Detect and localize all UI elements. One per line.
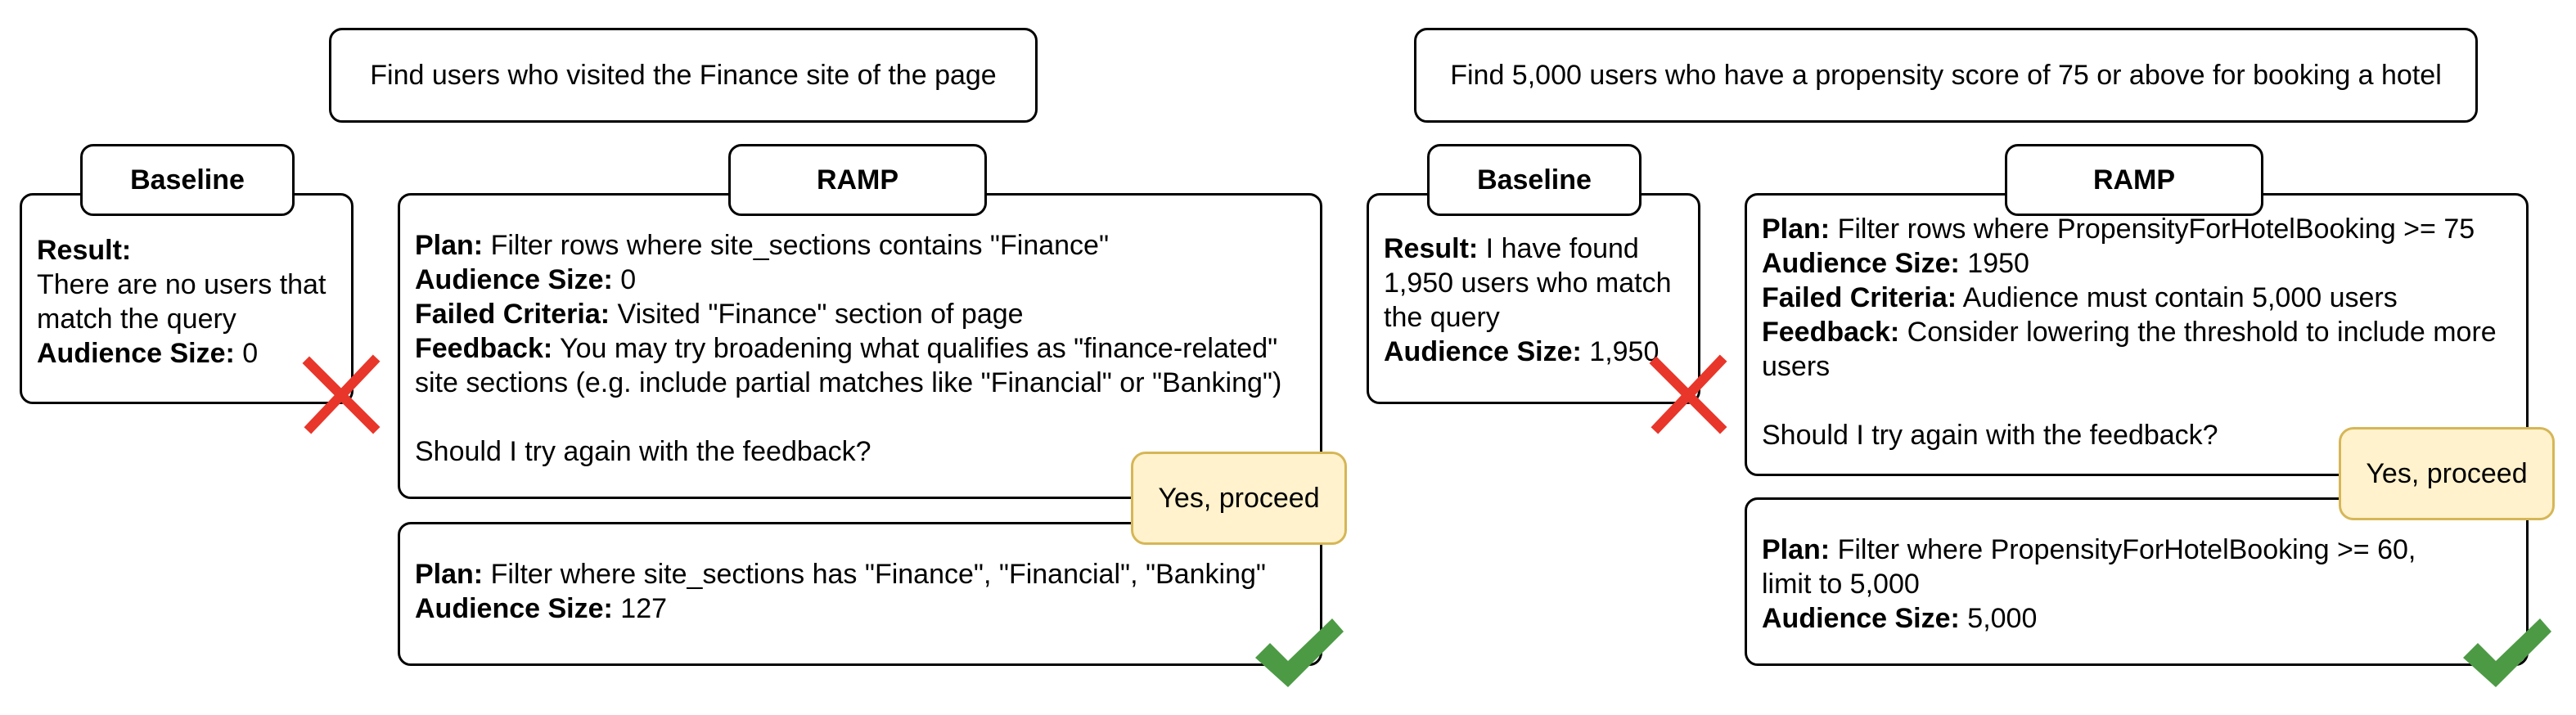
failed-criteria-text: Audience must contain 5,000 users	[1957, 282, 2398, 313]
feedback-label: Feedback:	[1762, 317, 1900, 348]
result-text: I have found	[1478, 233, 1639, 264]
result-label: Result:	[1384, 233, 1479, 264]
plan-label: Plan:	[1762, 534, 1831, 565]
plan-text: Filter where PropensityForHotelBooking >…	[1830, 534, 2416, 565]
plan-text: Filter rows where site_sections contains…	[483, 230, 1110, 261]
audience-size-value: 1950	[1959, 248, 2029, 279]
retry-question: Should I try again with the feedback?	[1762, 420, 2218, 451]
result-text: match the query	[37, 304, 236, 335]
user-reply-bubble: Yes, proceed	[2339, 427, 2555, 520]
plan-label: Plan:	[1762, 214, 1831, 245]
left-baseline-tag-label: Baseline	[130, 164, 245, 196]
right-ramp-tag: RAMP	[2005, 144, 2263, 216]
left-query-box: Find users who visited the Finance site …	[329, 28, 1038, 123]
plan-text: Filter rows where PropensityForHotelBook…	[1830, 214, 2475, 245]
retry-question: Should I try again with the feedback?	[415, 436, 871, 467]
audience-size-value: 1,950	[1581, 336, 1660, 367]
left-baseline-box: Result: There are no users that match th…	[20, 193, 354, 404]
audience-size-label: Audience Size:	[1384, 336, 1582, 367]
right-baseline-box: Result: I have found 1,950 users who mat…	[1367, 193, 1700, 404]
left-baseline-tag: Baseline	[80, 144, 295, 216]
feedback-text: site sections (e.g. include partial matc…	[415, 367, 1282, 398]
audience-size-value: 127	[612, 593, 668, 624]
audience-size-label: Audience Size:	[37, 338, 235, 369]
audience-size-label: Audience Size:	[1762, 603, 1960, 634]
feedback-label: Feedback:	[415, 333, 553, 364]
result-text: the query	[1384, 302, 1500, 333]
check-icon	[2463, 618, 2551, 687]
audience-size-value: 0	[612, 264, 637, 295]
left-ramp-retry-box: Plan: Filter where site_sections has "Fi…	[398, 522, 1322, 666]
right-query-text: Find 5,000 users who have a propensity s…	[1450, 59, 2442, 91]
result-text: There are no users that	[37, 269, 327, 300]
right-ramp-box: Plan: Filter rows where PropensityForHot…	[1745, 193, 2529, 476]
left-ramp-tag-label: RAMP	[816, 164, 899, 196]
right-baseline-tag-label: Baseline	[1477, 164, 1592, 196]
user-reply-text: Yes, proceed	[1158, 482, 1320, 514]
feedback-text: You may try broadening what qualifies as…	[552, 333, 1278, 364]
right-ramp-tag-label: RAMP	[2092, 164, 2176, 196]
right-ramp-retry-box: Plan: Filter where PropensityForHotelBoo…	[1745, 497, 2529, 666]
user-reply-text: Yes, proceed	[2366, 457, 2528, 489]
audience-size-label: Audience Size:	[1762, 248, 1960, 279]
cross-icon	[302, 354, 381, 434]
plan-label: Plan:	[415, 559, 484, 590]
audience-size-value: 5,000	[1959, 603, 2038, 634]
failed-criteria-label: Failed Criteria:	[1762, 282, 1957, 313]
left-query-text: Find users who visited the Finance site …	[370, 59, 997, 91]
feedback-text: users	[1762, 351, 1831, 382]
feedback-text: Consider lowering the threshold to inclu…	[1899, 317, 2497, 348]
user-reply-bubble: Yes, proceed	[1131, 452, 1347, 545]
check-icon	[1255, 618, 1344, 687]
plan-text: limit to 5,000	[1762, 569, 1920, 600]
audience-size-value: 0	[234, 338, 259, 369]
audience-size-label: Audience Size:	[415, 264, 613, 295]
left-ramp-box: Plan: Filter rows where site_sections co…	[398, 193, 1322, 499]
right-baseline-tag: Baseline	[1427, 144, 1642, 216]
right-query-box: Find 5,000 users who have a propensity s…	[1414, 28, 2478, 123]
left-ramp-tag: RAMP	[728, 144, 987, 216]
result-label: Result:	[37, 235, 132, 266]
result-text: 1,950 users who match	[1384, 268, 1672, 299]
audience-size-label: Audience Size:	[415, 593, 613, 624]
plan-label: Plan:	[415, 230, 484, 261]
cross-icon	[1649, 354, 1727, 434]
failed-criteria-label: Failed Criteria:	[415, 299, 610, 330]
plan-text: Filter where site_sections has "Finance"…	[483, 559, 1266, 590]
failed-criteria-text: Visited "Finance" section of page	[610, 299, 1024, 330]
